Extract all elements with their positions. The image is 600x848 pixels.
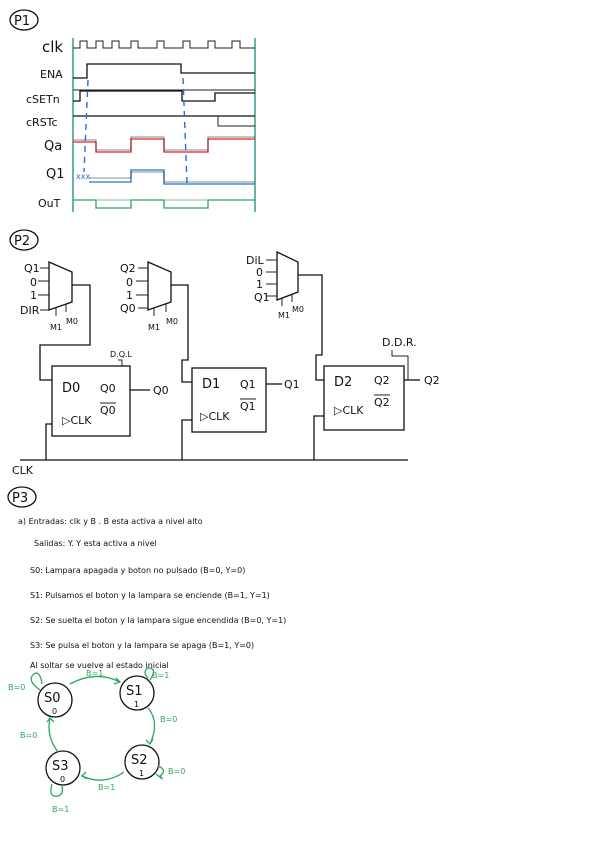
ff1-clk: ▷CLK	[200, 410, 230, 423]
ff0-dql-label: D.Q.L	[110, 350, 133, 359]
ff1-d: D1	[202, 377, 220, 392]
state-s3: S3 0	[45, 750, 81, 786]
signal-crst: cRSTc	[26, 116, 58, 129]
mux0-sel-1: M1	[50, 323, 62, 332]
state-s1: S1 1	[119, 675, 155, 711]
flipflop-2: D2 Q2 Q2 ▷CLK D.D.R. Q2	[313, 336, 440, 460]
mux0-in-2: 1	[30, 289, 37, 302]
state-s0-out: 0	[52, 707, 57, 716]
p3-line-2: Salidas: Y. Y esta activa a nivel	[34, 539, 157, 548]
label-s2-s3: B=1	[98, 783, 115, 792]
mux1-in-2: 1	[126, 289, 133, 302]
ff2-clk: ▷CLK	[334, 404, 364, 417]
q1-unknown-note: xxx	[76, 172, 90, 181]
p1-label: P1	[14, 14, 30, 29]
label-s1-self: B=1	[152, 671, 169, 680]
ena-waveform	[73, 63, 255, 79]
label-s3-self: B=1	[52, 805, 69, 814]
flipflop-1: D1 Q1 Q1 ▷CLK Q1	[181, 367, 300, 460]
clk-waveform	[73, 40, 255, 49]
clk-bus-label: CLK	[12, 464, 34, 477]
p2-label: P2	[14, 234, 30, 249]
label-s0-self: B=0	[8, 683, 25, 692]
state-s1-name: S1	[126, 684, 143, 699]
p3-line-1: a) Entradas: clk y B . B esta activa a n…	[18, 517, 203, 526]
transition-arrows	[30, 667, 165, 797]
label-s3-s0: B=0	[20, 731, 37, 740]
signal-cset: cSETn	[26, 93, 60, 106]
ff1-out-label: Q1	[284, 378, 300, 391]
mux-0: Q1 0 1 DIR M1 M0	[20, 261, 91, 381]
flipflop-0: D0 Q0 Q0 ▷CLK D.Q.L Q0	[45, 350, 169, 460]
ff1-q: Q1	[240, 378, 256, 391]
state-s1-out: 1	[134, 700, 139, 709]
p3-line-4: S1: Pulsamos el boton y la lampara se en…	[30, 591, 270, 600]
p3-circle	[7, 486, 37, 508]
state-s0-name: S0	[44, 691, 61, 706]
mux2-in-3: Q1	[254, 291, 270, 304]
ff0-out-label: Q0	[153, 384, 169, 397]
p1-section: P1 clk ENA cSETn cRSTc Qa Q1 OuT xxx	[9, 9, 256, 212]
state-s2-name: S2	[131, 753, 148, 768]
p1-circle	[9, 9, 39, 31]
p1-grid-lines	[72, 38, 256, 212]
mux0-in-1: 0	[30, 276, 37, 289]
ff0-clk: ▷CLK	[62, 414, 92, 427]
ff0-qn: Q0	[100, 404, 116, 417]
ff2-qn: Q2	[374, 396, 390, 409]
p3-line-3: S0: Lampara apagada y boton no pulsado (…	[30, 566, 245, 575]
ff2-ddr-label: D.D.R.	[382, 336, 417, 349]
mux1-in-1: 0	[126, 276, 133, 289]
p3-section: P3 a) Entradas: clk y B . B esta activa …	[7, 486, 286, 814]
state-s2-out: 1	[139, 769, 144, 778]
mux1-in-3: Q0	[120, 302, 136, 315]
p2-section: P2 Q1 0 1 DIR M1 M0 Q2 0 1 Q0	[9, 229, 440, 477]
mux2-in-1: 0	[256, 266, 263, 279]
ff1-qn: Q1	[240, 400, 256, 413]
mux1-sel-0: M0	[166, 317, 178, 326]
mux2-sel-1: M1	[278, 311, 290, 320]
state-s3-out: 0	[60, 775, 65, 784]
p3-line-5: S2: Se suelta el boton y la lampara sigu…	[30, 616, 286, 625]
signal-clk: clk	[42, 38, 63, 56]
mux2-in-0: DiL	[246, 254, 265, 267]
dashed-marker-2	[182, 77, 188, 185]
label-s0-s1: B=1	[86, 669, 103, 678]
p3-line-7: Al soltar se vuelve al estado inicial	[30, 661, 169, 670]
dashed-marker-1	[83, 79, 89, 173]
mux0-sel-0: M0	[66, 317, 78, 326]
state-s2: S2 1	[124, 744, 160, 780]
out-waveform	[73, 199, 255, 209]
ff2-q: Q2	[374, 374, 390, 387]
ff0-q: Q0	[100, 382, 116, 395]
mux-1: Q2 0 1 Q0 M1 M0	[120, 261, 192, 383]
signal-out: OuT	[38, 197, 61, 210]
mux1-sel-1: M1	[148, 323, 160, 332]
state-s0: S0 0	[37, 682, 73, 718]
ff0-d: D0	[62, 381, 80, 396]
mux2-in-2: 1	[256, 278, 263, 291]
mux2-sel-0: M0	[292, 305, 304, 314]
signal-q1: Q1	[46, 167, 65, 182]
label-s1-s2: B=0	[160, 715, 177, 724]
q1-waveform	[89, 169, 255, 185]
p3-label: P3	[12, 491, 28, 506]
signal-qa: Qa	[44, 139, 62, 154]
mux-2: DiL 0 1 Q1 M1 M0	[246, 250, 324, 381]
ff2-out-label: Q2	[424, 374, 440, 387]
state-diagram: S0 0 S1 1 S2 1 S3 0	[8, 667, 185, 814]
label-s2-self: B=0	[168, 767, 185, 776]
mux0-in-3: DIR	[20, 304, 40, 317]
signal-ena: ENA	[40, 68, 63, 81]
state-s3-name: S3	[52, 759, 69, 774]
p2-circle	[9, 229, 39, 251]
ff2-d: D2	[334, 375, 352, 390]
p3-line-6: S3: Se pulsa el boton y la lampara se ap…	[30, 641, 254, 650]
mux0-in-0: Q1	[24, 262, 40, 275]
mux1-in-0: Q2	[120, 262, 136, 275]
